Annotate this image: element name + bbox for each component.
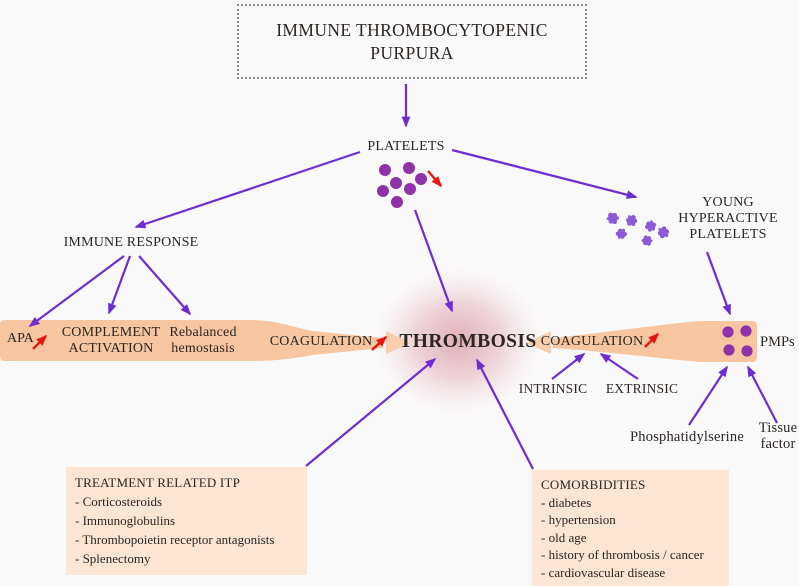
coagulation-band-left — [0, 320, 411, 361]
comorbidity-item: - cardiovascular disease — [541, 564, 666, 580]
title-box: IMMUNE THROMBOCYTOPENIC PURPURA — [237, 4, 587, 79]
node-tissue-factor: Tissue factor — [758, 420, 798, 452]
arrow-platelets-to-thrombosis-icon — [413, 209, 454, 313]
apa-increase-arrow-icon — [32, 334, 48, 350]
arrow-immune-to-complement-icon — [107, 255, 132, 315]
node-apa: APA — [7, 331, 34, 346]
comorbidities-box-title: COMORBIDITIES — [541, 477, 646, 492]
platelets-decrease-arrow-icon — [427, 170, 443, 188]
node-coagulation-right: COAGULATION — [540, 334, 644, 349]
coagulation-left-increase-arrow-icon — [371, 335, 388, 351]
coagulation-right-increase-arrow-icon — [644, 332, 660, 348]
arrow-immune-to-apa-icon — [28, 255, 125, 327]
band-left-arrowhead-icon — [386, 331, 411, 354]
arrow-young-to-pmps-icon — [705, 251, 732, 316]
node-rebalanced-hemostasis: Rebalanced hemostasis — [169, 325, 237, 356]
comorbidities-box: COMORBIDITIES - diabetes - hypertension … — [532, 470, 729, 586]
comorbidity-item: - diabetes — [541, 494, 592, 510]
arrow-treatment-to-thrombosis-icon — [305, 357, 437, 467]
node-extrinsic: EXTRINSIC — [605, 381, 679, 396]
arrow-intrinsic-to-coagulation-icon — [551, 352, 586, 380]
thrombosis-glow — [365, 260, 551, 422]
treatment-item: - Thrombopoietin receptor antagonists — [75, 532, 275, 547]
arrow-comorbid-to-thrombosis-icon — [476, 358, 534, 470]
comorbidity-item: - history of thrombosis / cancer — [541, 547, 704, 562]
node-thrombosis: THROMBOSIS — [399, 331, 537, 352]
node-phosphatidylserine: Phosphatidylserine — [630, 429, 744, 445]
flow-arrows — [28, 84, 778, 470]
arrow-immune-to-rebalanced-icon — [138, 255, 192, 316]
arrow-extrinsic-to-coagulation-icon — [599, 353, 639, 380]
treatment-item: - Immunoglobulins — [75, 513, 176, 528]
comorbidity-item: - old age — [541, 529, 587, 545]
comorbidity-item: - hypertension — [541, 512, 616, 527]
young-platelets-icon — [605, 211, 672, 248]
treatment-item: - Splenectomy — [75, 551, 151, 566]
node-complement-activation: COMPLEMENT ACTIVATION — [61, 325, 161, 356]
arrow-platelets-to-immune-icon — [134, 150, 361, 229]
treatment-related-itp-box: TREATMENT RELATED ITP - Corticosteroids … — [66, 467, 307, 575]
node-young-hyperactive-platelets: YOUNG HYPERACTIVE PLATELETS — [678, 195, 778, 242]
title-line-1: IMMUNE THROMBOCYTOPENIC — [276, 19, 548, 40]
pmp-dots-icon — [722, 325, 753, 357]
arrow-phosphatidylserine-to-pmps-icon — [688, 365, 728, 426]
title-line-2: PURPURA — [370, 42, 454, 63]
arrow-platelets-to-young-icon — [451, 148, 638, 199]
node-platelets: PLATELETS — [367, 139, 445, 154]
node-intrinsic: INTRINSIC — [518, 381, 588, 396]
treatment-box-title: TREATMENT RELATED ITP — [75, 475, 241, 490]
node-coagulation-left: COAGULATION — [269, 334, 373, 349]
band-right-arrowhead-icon — [526, 331, 551, 354]
node-pmps: PMPs — [760, 334, 795, 350]
trend-arrows — [32, 170, 660, 351]
treatment-item: - Corticosteroids — [75, 494, 163, 509]
platelet-cluster-icon — [377, 162, 427, 208]
node-immune-response: IMMUNE RESPONSE — [63, 235, 199, 250]
arrow-tissuefactor-to-pmps-icon — [747, 365, 778, 424]
